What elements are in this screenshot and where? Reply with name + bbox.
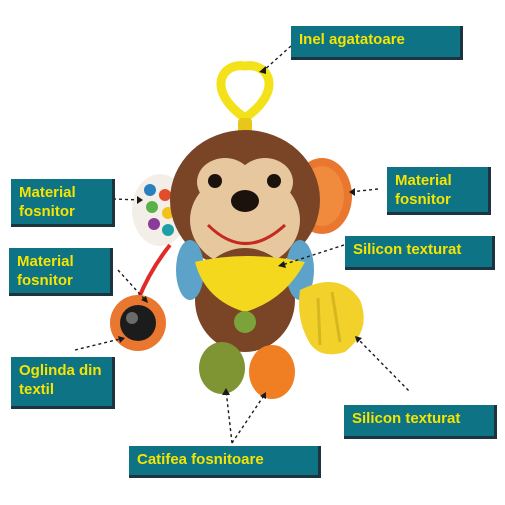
leader-lines: [74, 45, 411, 444]
leader-arrowheads: [118, 66, 362, 399]
teether: [299, 282, 364, 355]
left-foot: [199, 342, 245, 394]
label-mirror: Oglinda din textil: [11, 357, 115, 409]
label-feet: Catifea fosnitoare: [129, 446, 321, 478]
yellow-bib: [195, 256, 305, 312]
label-teether: Silicon texturat: [344, 405, 497, 439]
label-toy-left: Material fosnitor: [9, 248, 113, 296]
label-hanging-ring: Inel agatatoare: [291, 26, 463, 60]
hanging-ring: [216, 61, 274, 124]
label-ear-right: Material fosnitor: [387, 167, 491, 215]
label-ear-left: Material fosnitor: [11, 179, 115, 227]
label-bib: Silicon texturat: [345, 236, 495, 270]
right-foot: [249, 345, 295, 399]
